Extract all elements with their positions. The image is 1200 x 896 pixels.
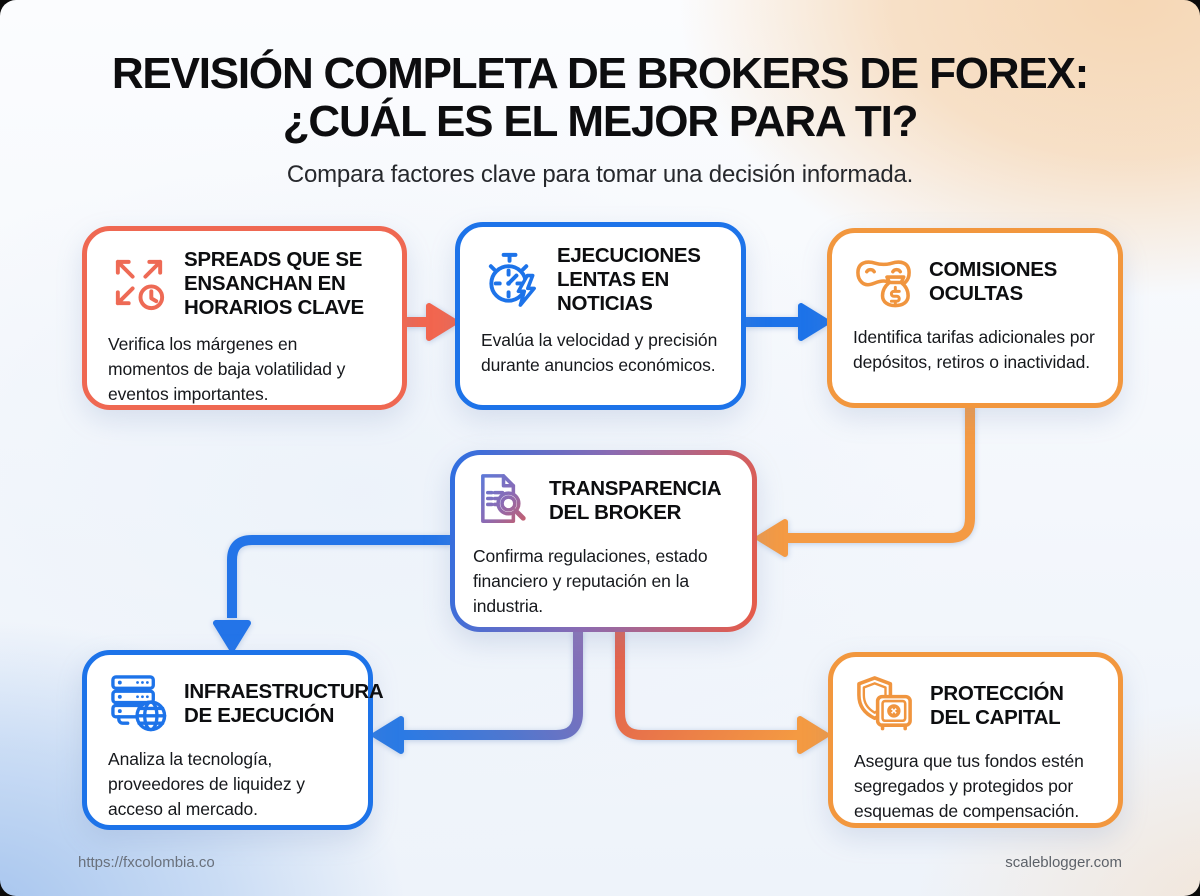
connector-transparencia-to-infraestructura-side [372,630,583,754]
card-transparencia: TRANSPARENCIA DEL BROKER Confirma regula… [450,450,757,632]
card-body: Asegura que tus fondos estén segregados … [854,751,1084,821]
card-title: PROTECCIÓN DEL CAPITAL [930,681,1064,729]
card-infraestructura: INFRAESTRUCTURA DE EJECUCIÓN Analiza la … [82,650,383,830]
card-title: COMISIONES OCULTAS [929,257,1057,305]
shield-safe-icon [854,674,917,737]
connector-ejecuciones-to-comisiones [743,303,830,341]
footer-source-url: https://fxcolombia.co [78,854,215,871]
card-title: INFRAESTRUCTURA DE EJECUCIÓN [184,679,383,727]
card-head: COMISIONES OCULTAS [853,250,1097,313]
card-title: SPREADS QUE SE ENSANCHAN EN HORARIOS CLA… [184,248,364,319]
card-ejecuciones-lentas: EJECUCIONES LENTAS EN NOTICIAS Evalúa la… [455,222,746,410]
connector-comisiones-to-transparencia [756,405,975,557]
card-body: Analiza la tecnología, proveedores de li… [108,749,305,819]
card-proteccion-capital: PROTECCIÓN DEL CAPITAL Asegura que tus f… [828,652,1123,828]
card-head: SPREADS QUE SE ENSANCHAN EN HORARIOS CLA… [108,248,381,320]
expand-arrows-clock-icon [108,252,171,315]
card-title: EJECUCIONES LENTAS EN NOTICIAS [557,244,701,315]
card-body: Verifica los márgenes en momentos de baj… [108,333,346,404]
card-body: Evalúa la velocidad y precisión durante … [481,329,718,375]
header: REVISIÓN COMPLETA DE BROKERS DE FOREX: ¿… [0,50,1200,189]
footer-brand: scaleblogger.com [1005,854,1122,871]
card-spreads: SPREADS QUE SE ENSANCHAN EN HORARIOS CLA… [82,226,407,410]
card-title: TRANSPARENCIA DEL BROKER [549,476,721,524]
page-title: REVISIÓN COMPLETA DE BROKERS DE FOREX: ¿… [0,50,1200,145]
mask-money-icon [853,250,916,313]
server-globe-icon [108,672,171,735]
card-body: Confirma regulaciones, estado financiero… [473,546,708,616]
connector-transparencia-to-infraestructura-top [213,535,452,652]
card-comisiones-ocultas: COMISIONES OCULTAS Identifica tarifas ad… [827,228,1123,408]
card-transparencia-inner: TRANSPARENCIA DEL BROKER Confirma regula… [455,455,752,627]
card-head: EJECUCIONES LENTAS EN NOTICIAS [481,244,720,316]
card-head: PROTECCIÓN DEL CAPITAL [854,674,1097,737]
page-title-line1: REVISIÓN COMPLETA DE BROKERS DE FOREX: [111,49,1089,98]
document-magnifier-icon [473,469,536,532]
page-title-line2: ¿CUÁL ES EL MEJOR PARA TI? [282,96,919,146]
stopwatch-lightning-icon [481,248,544,311]
connector-transparencia-to-proteccion [615,630,829,754]
connector-spreads-to-ejecuciones [404,303,458,341]
page-subtitle: Compara factores clave para tomar una de… [286,161,914,189]
card-body: Identifica tarifas adicionales por depós… [853,327,1095,372]
card-head: INFRAESTRUCTURA DE EJECUCIÓN [108,672,383,735]
card-head: TRANSPARENCIA DEL BROKER [473,469,734,532]
